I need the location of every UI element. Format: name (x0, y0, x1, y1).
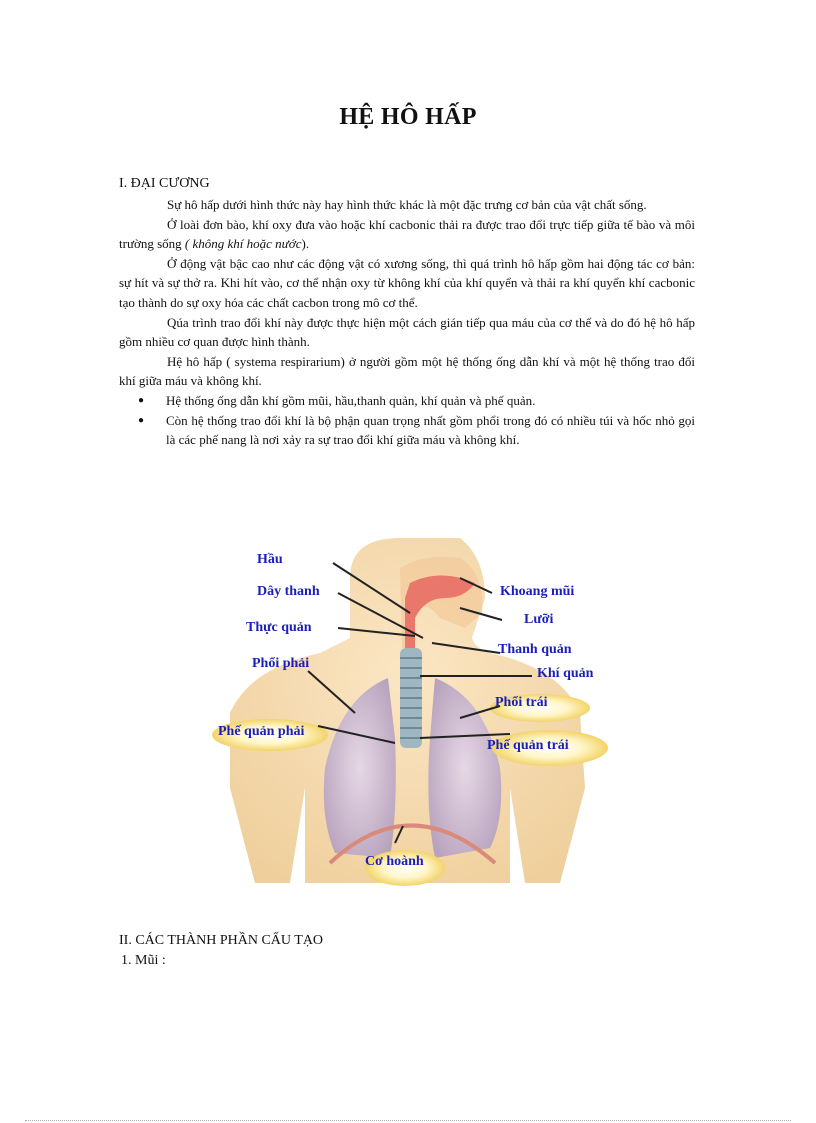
subheading-mui: 1. Mũi : (121, 953, 166, 968)
label-khi-quan: Khí quản (537, 666, 594, 681)
paragraph-end: ). (301, 236, 310, 252)
label-luoi: Lưỡi (524, 612, 554, 627)
paragraph-text: Ở loài đơn bào, khí oxy đưa vào hoặc khí… (119, 216, 695, 252)
label-thanh-quan: Thanh quản (498, 642, 572, 657)
bullet-item: Còn hệ thống trao đổi khí là bộ phận qua… (138, 411, 695, 450)
label-day-thanh: Dây thanh (257, 584, 320, 599)
document-title: HỆ HÔ HẤP (339, 104, 477, 130)
label-phe-quan-trai: Phế quản trái (487, 738, 569, 753)
paragraph: Hệ hô hấp ( systema respirarium) ở người… (119, 353, 695, 389)
respiratory-system-diagram: Hầu Dây thanh Thực quản Phổi phải Phế qu… (210, 538, 610, 898)
label-co-hoanh: Cơ hoành (365, 854, 424, 869)
label-phoi-trai: Phổi trái (495, 695, 548, 710)
paragraph: Sự hô hấp dưới hình thức này hay hình th… (167, 197, 647, 212)
section-heading-dai-cuong: I. ĐẠI CƯƠNG (119, 176, 210, 191)
paragraph-italic: ( không khí hoặc nước (184, 236, 302, 252)
paragraph: Ở động vật bậc cao như các động vật có x… (119, 255, 695, 310)
label-thuc-quan: Thực quản (246, 620, 312, 635)
bullet-item: Hệ thống ống dẫn khí gồm mũi, hầu,thanh … (138, 391, 695, 411)
section-heading-cac-thanh-phan: II. CÁC THÀNH PHẦN CẤU TẠO (119, 933, 324, 948)
label-phoi-phai: Phổi phải (252, 656, 310, 671)
paragraph: Ở loài đơn bào, khí oxy đưa vào hoặc khí… (119, 215, 695, 254)
page-break-divider (25, 1120, 791, 1121)
paragraph: Qúa trình trao đổi khí này được thực hiệ… (119, 314, 695, 350)
label-khoang-mui: Khoang mũi (500, 584, 575, 599)
bullet-list: Hệ thống ống dẫn khí gồm mũi, hầu,thanh … (119, 391, 695, 450)
anatomy-illustration (212, 538, 608, 886)
section-body: Sự hô hấp dưới hình thức này hay hình th… (119, 195, 695, 450)
label-hau: Hầu (257, 552, 283, 567)
label-phe-quan-phai: Phế quản phải (218, 724, 305, 739)
